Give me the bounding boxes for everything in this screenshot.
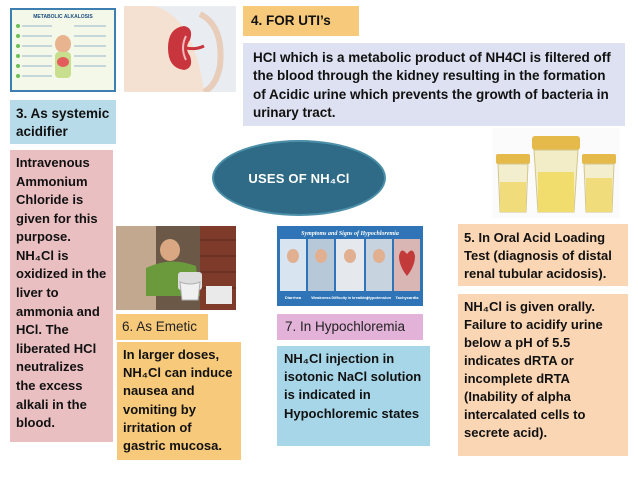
uti-title: 4. FOR UTI’s xyxy=(243,6,359,36)
hypochloremia-caption: Hypotension xyxy=(367,295,392,300)
systemic-acidifier-title: 3. As systemic acidifier xyxy=(10,100,116,144)
hypochloremia-caption: Weakness xyxy=(311,295,331,300)
oral-acid-loading-body: NH₄Cl is given orally. Failure to acidif… xyxy=(458,294,628,456)
urine-sample-photo xyxy=(492,128,620,218)
hypochloremia-panel-title: Symptoms and Signs of Hypochloremia xyxy=(301,231,399,237)
hypochloremia-caption: Tachycardia xyxy=(395,295,419,300)
hypochloremia-title: 7. In Hypochloremia xyxy=(277,314,423,340)
emetic-body: In larger doses, NH₄Cl can induce nausea… xyxy=(117,342,241,460)
hypochloremia-caption: Difficulty in breathing xyxy=(332,296,369,300)
emetic-title: 6. As Emetic xyxy=(116,314,208,340)
metabolic-alkalosis-diagram: METABOLIC ALKALOSIS xyxy=(10,8,116,92)
hypochloremia-body: NH₄Cl injection in isotonic NaCl solutio… xyxy=(277,346,430,446)
uti-body: HCl which is a metabolic product of NH4C… xyxy=(243,43,625,126)
hypochloremia-caption: Diarrhea xyxy=(285,295,302,300)
center-title: USES OF NH₄Cl xyxy=(248,170,350,186)
hypochloremia-panel: Symptoms and Signs of Hypochloremia Diar… xyxy=(277,226,423,306)
metabolic-alkalosis-label: METABOLIC ALKALOSIS xyxy=(33,14,93,20)
nausea-photo xyxy=(116,226,236,310)
systemic-acidifier-body: Intravenous Ammonium Chloride is given f… xyxy=(10,150,113,442)
oral-acid-loading-title: 5. In Oral Acid Loading Test (diagnosis … xyxy=(458,224,628,286)
center-title-oval: USES OF NH₄Cl xyxy=(212,140,386,216)
kidney-photo xyxy=(124,6,236,92)
